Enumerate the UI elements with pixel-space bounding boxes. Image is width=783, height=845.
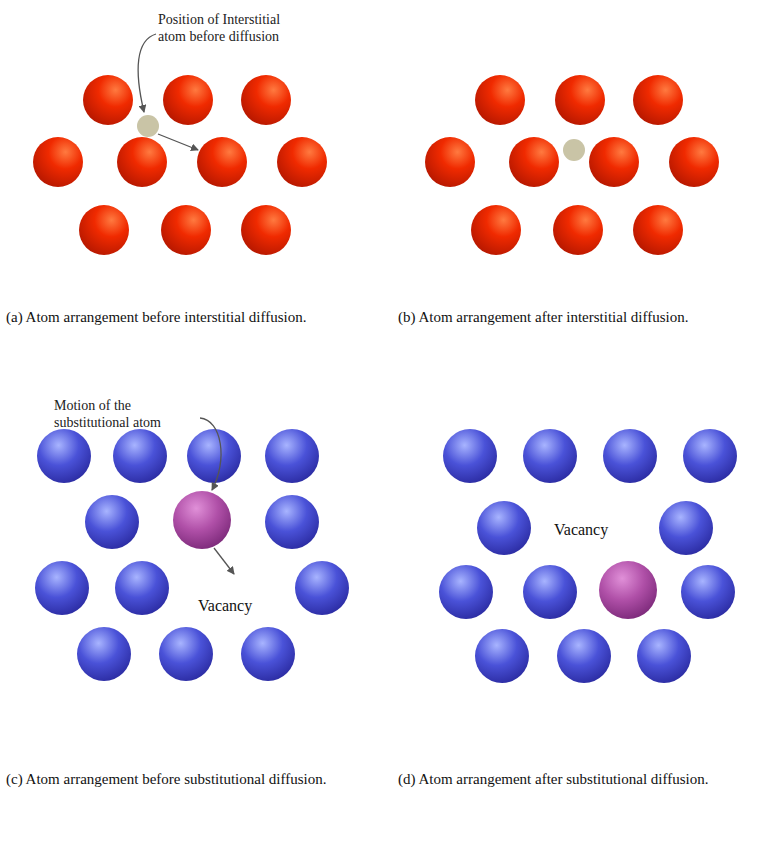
host-atom (265, 429, 319, 483)
host-atom (603, 429, 657, 483)
host-atom (659, 501, 713, 555)
host-atom (163, 75, 213, 125)
host-atom (35, 561, 89, 615)
vacancy-label: Vacancy (198, 596, 252, 615)
host-atom (33, 137, 83, 187)
host-atom (197, 137, 247, 187)
host-atom (475, 629, 529, 683)
panel-caption: (b) Atom arrangement after interstitial … (398, 308, 770, 326)
host-atom (553, 205, 603, 255)
substitutional-atom (173, 491, 231, 549)
host-atom (159, 627, 213, 681)
host-atom (83, 75, 133, 125)
host-atom (439, 565, 493, 619)
host-atom (85, 495, 139, 549)
host-atom (669, 137, 719, 187)
host-atom (589, 137, 639, 187)
motion-arrow (214, 548, 234, 574)
host-atom (681, 565, 735, 619)
host-atom (113, 429, 167, 483)
host-atom (77, 627, 131, 681)
host-atom (187, 429, 241, 483)
host-atom (509, 137, 559, 187)
host-atom (241, 627, 295, 681)
substitutional-atom (599, 561, 657, 619)
leader-label: Motion of the substitutional atom (54, 398, 204, 432)
leader-line (200, 418, 221, 490)
host-atom (471, 205, 521, 255)
interstitial-atom (137, 115, 159, 137)
host-atom (79, 205, 129, 255)
leader-line (138, 34, 156, 112)
host-atom (523, 565, 577, 619)
host-atom (443, 429, 497, 483)
vacancy-label: Vacancy (554, 520, 608, 539)
leader-label: Position of Interstitial atom before dif… (158, 12, 308, 46)
host-atom (557, 629, 611, 683)
host-atom (475, 75, 525, 125)
host-atom (241, 205, 291, 255)
motion-arrow (158, 134, 198, 150)
panel-caption: (c) Atom arrangement before substitution… (6, 770, 378, 788)
host-atom (161, 205, 211, 255)
host-atom (241, 75, 291, 125)
host-atom (37, 429, 91, 483)
host-atom (265, 495, 319, 549)
host-atom (633, 75, 683, 125)
host-atom (523, 429, 577, 483)
host-atom (633, 205, 683, 255)
host-atom (477, 501, 531, 555)
panel-caption: (d) Atom arrangement after substitutiona… (398, 770, 770, 788)
host-atom (117, 137, 167, 187)
host-atom (683, 429, 737, 483)
host-atom (637, 629, 691, 683)
host-atom (115, 561, 169, 615)
host-atom (425, 137, 475, 187)
host-atom (555, 75, 605, 125)
host-atom (277, 137, 327, 187)
panel-caption: (a) Atom arrangement before interstitial… (6, 308, 378, 326)
host-atom (295, 561, 349, 615)
interstitial-atom (563, 139, 585, 161)
